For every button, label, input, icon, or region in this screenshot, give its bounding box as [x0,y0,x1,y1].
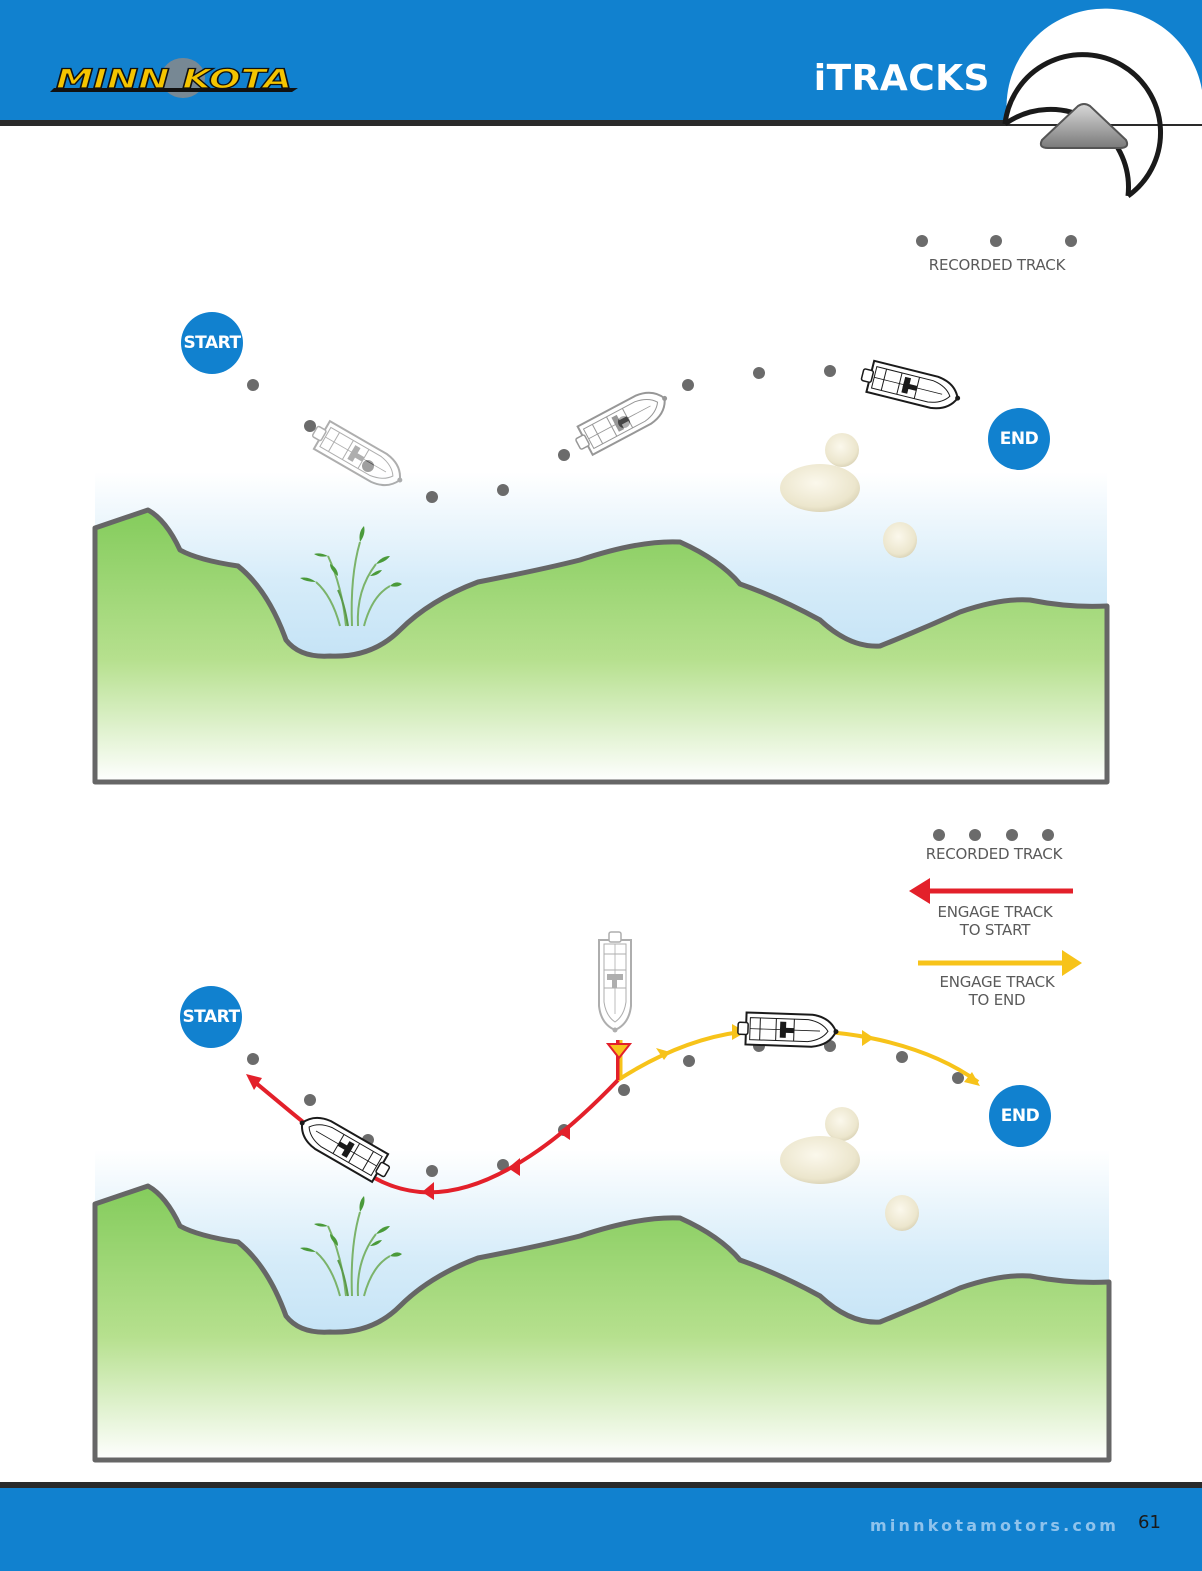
rock [780,1136,860,1184]
boat-icon [857,357,965,416]
rock [885,1195,919,1231]
end-marker: END [989,1085,1051,1147]
footer-url[interactable]: minnkotamotors.com [870,1516,1120,1535]
section-title: iTRACKS [813,58,990,99]
legend-engage-to-start-label: ENGAGE TRACK TO START [937,903,1053,939]
engage-point-marker [605,1043,633,1060]
page-number: 61 [1138,1512,1161,1533]
rock [825,1107,859,1141]
shoreline [92,507,1110,785]
rock [883,522,917,558]
end-marker: END [988,408,1050,470]
top-diagram [92,235,1110,785]
up-triangle-icon[interactable] [1038,102,1130,152]
start-marker: START [181,312,243,374]
legend-engage-to-end-label: ENGAGE TRACK TO END [939,973,1055,1009]
page-header [0,0,1202,124]
boat-icon [736,1011,841,1049]
legend-recorded-track-label: RECORDED TRACK [925,845,1063,863]
legend-dots [933,829,1054,841]
boat-icon [569,382,676,460]
rock [825,433,859,467]
legend-recorded-track-label: RECORDED TRACK [928,256,1066,274]
legend-dots [916,235,1077,247]
boat-icon [598,931,632,1034]
legend-red-arrow [909,878,1073,904]
footer-divider [0,1482,1202,1488]
logo-wordmark: MINN KOTA [56,64,292,95]
bottom-diagram [92,829,1112,1463]
rock [780,464,860,512]
legend-yellow-arrow [918,950,1082,976]
page-footer [0,1484,1202,1571]
minn-kota-logo: MINN KOTA [48,58,300,98]
header-divider [0,120,1202,126]
shoreline [92,1183,1112,1463]
start-marker: START [180,986,242,1048]
